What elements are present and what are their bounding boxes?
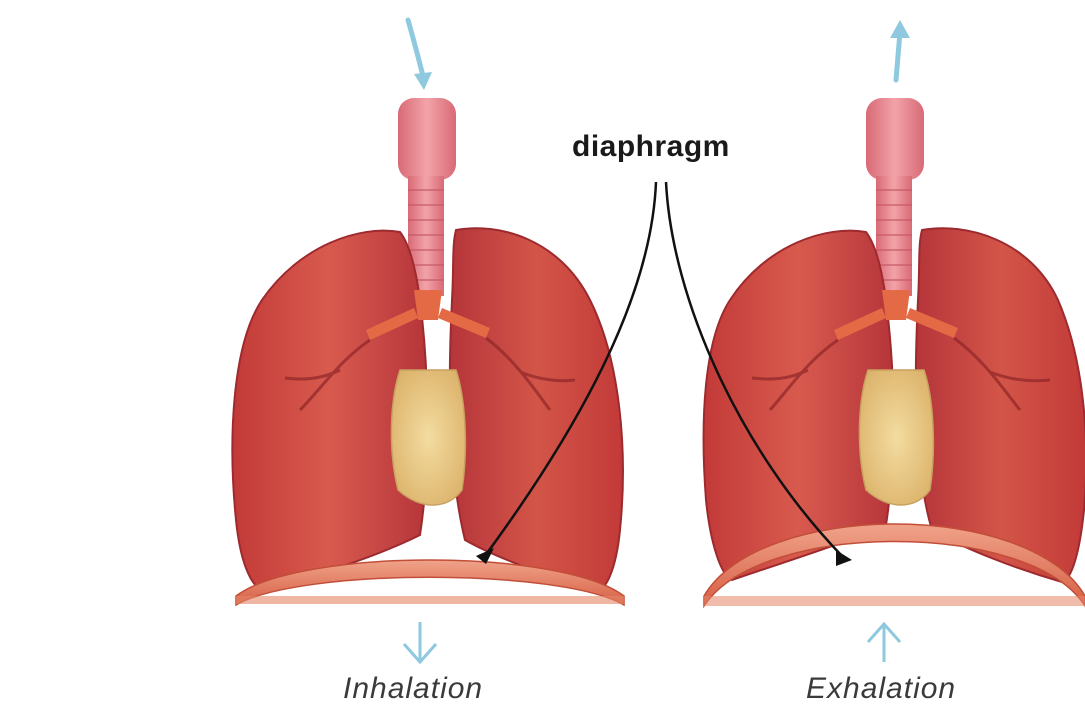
right-lung [450,228,623,592]
exhalation-lungs [704,20,1085,662]
air-in-arrow-icon [408,20,424,80]
arrow-down-icon [404,622,436,662]
heart [391,370,465,505]
heart [859,370,933,505]
diaphragm-label: diaphragm [572,130,730,164]
inhalation-caption: Inhalation [343,672,483,706]
air-out-arrow-icon [896,32,900,80]
inhalation-lungs [232,20,624,662]
arrow-up-icon [868,624,900,662]
exhalation-caption: Exhalation [806,672,956,706]
